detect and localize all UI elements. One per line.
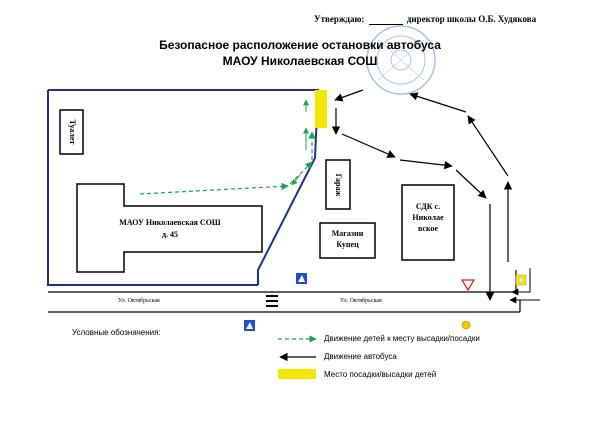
street-label-left: Ул. Октябрьская bbox=[118, 298, 160, 304]
sdk-label-line3: вское bbox=[417, 224, 439, 233]
bus-route bbox=[331, 89, 513, 301]
shop-label-line1: Магазин bbox=[331, 229, 364, 238]
toilet-label: Туалет bbox=[68, 119, 77, 145]
legend-children-text: Движение детей к месту высадки/посадки bbox=[324, 334, 480, 343]
zebra-crossing bbox=[266, 295, 278, 307]
legend-bus-text: Движение автобуса bbox=[324, 352, 397, 361]
bus-turn-arrows bbox=[509, 268, 540, 304]
shop-label-line2: Купец bbox=[336, 240, 359, 249]
street-label-right: Ул. Октябрьская bbox=[340, 298, 382, 304]
school-name-label: МАОУ Николаевская СОШ bbox=[119, 218, 221, 227]
school-seal-stamp bbox=[366, 25, 436, 95]
school-building bbox=[76, 183, 263, 273]
approval-position: директор школы О.Б. Худякова bbox=[406, 14, 537, 24]
toilet-building bbox=[59, 109, 84, 155]
school-number-label: д. 45 bbox=[161, 230, 179, 239]
approval-line: Утверждаю: директор школы О.Б. Худякова bbox=[314, 14, 598, 25]
sdk-building bbox=[401, 184, 455, 261]
legend-stop-place-swatch bbox=[278, 369, 316, 379]
traffic-light-icon bbox=[515, 274, 527, 286]
approval-label: Утверждаю: bbox=[314, 14, 365, 24]
garage-building bbox=[325, 159, 351, 210]
legend-traffic-light-icon bbox=[461, 320, 471, 330]
children-route bbox=[139, 131, 316, 195]
legend-stop-text: Место посадки/высадки детей bbox=[324, 370, 437, 379]
page-title: Безопасное расположение остановки автобу… bbox=[159, 38, 441, 52]
garage-label: Гараж bbox=[334, 173, 343, 197]
legend-crossing-sign-icon bbox=[244, 320, 255, 331]
sdk-label-line1: СДК с. bbox=[415, 202, 441, 211]
school-fence bbox=[47, 89, 320, 286]
legend-heading: Условные обозначения: bbox=[72, 328, 161, 337]
yield-triangle-sign-icon bbox=[460, 279, 476, 292]
children-route-small bbox=[291, 99, 309, 186]
shop-building bbox=[319, 222, 376, 259]
stop-place-marker bbox=[315, 90, 327, 128]
signature-line bbox=[368, 14, 403, 25]
sdk-label-line2: Николае bbox=[412, 213, 444, 222]
pedestrian-crossing-sign-icon bbox=[296, 273, 307, 284]
page-subtitle: МАОУ Николаевская СОШ bbox=[222, 54, 378, 68]
